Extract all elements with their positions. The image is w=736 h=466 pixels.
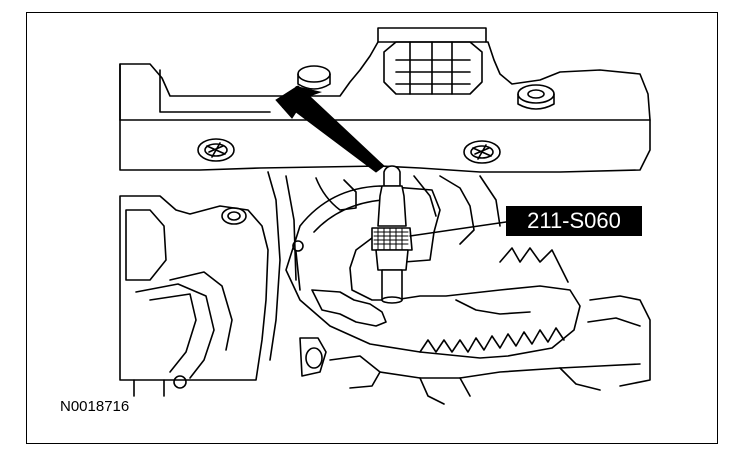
bolt-left xyxy=(197,138,235,162)
top-stud-right xyxy=(517,84,555,104)
plate-pin xyxy=(292,240,304,252)
timing-peg-tool xyxy=(371,165,413,304)
bolt-right xyxy=(463,140,501,164)
fill-neck xyxy=(377,27,487,43)
top-stud-left xyxy=(297,65,331,83)
left-lower-bolt xyxy=(221,207,247,225)
mid-rail xyxy=(119,119,651,173)
tool-callout-label: 211-S060 xyxy=(506,206,642,236)
left-housing xyxy=(119,195,269,381)
sprocket-teeth xyxy=(419,327,565,353)
slot-arm xyxy=(311,289,387,327)
timing-plate xyxy=(285,185,581,359)
figure-id: N0018716 xyxy=(60,398,130,415)
upper-casting xyxy=(119,41,651,121)
callout-leader xyxy=(409,221,507,237)
lower-bracket xyxy=(299,337,327,377)
